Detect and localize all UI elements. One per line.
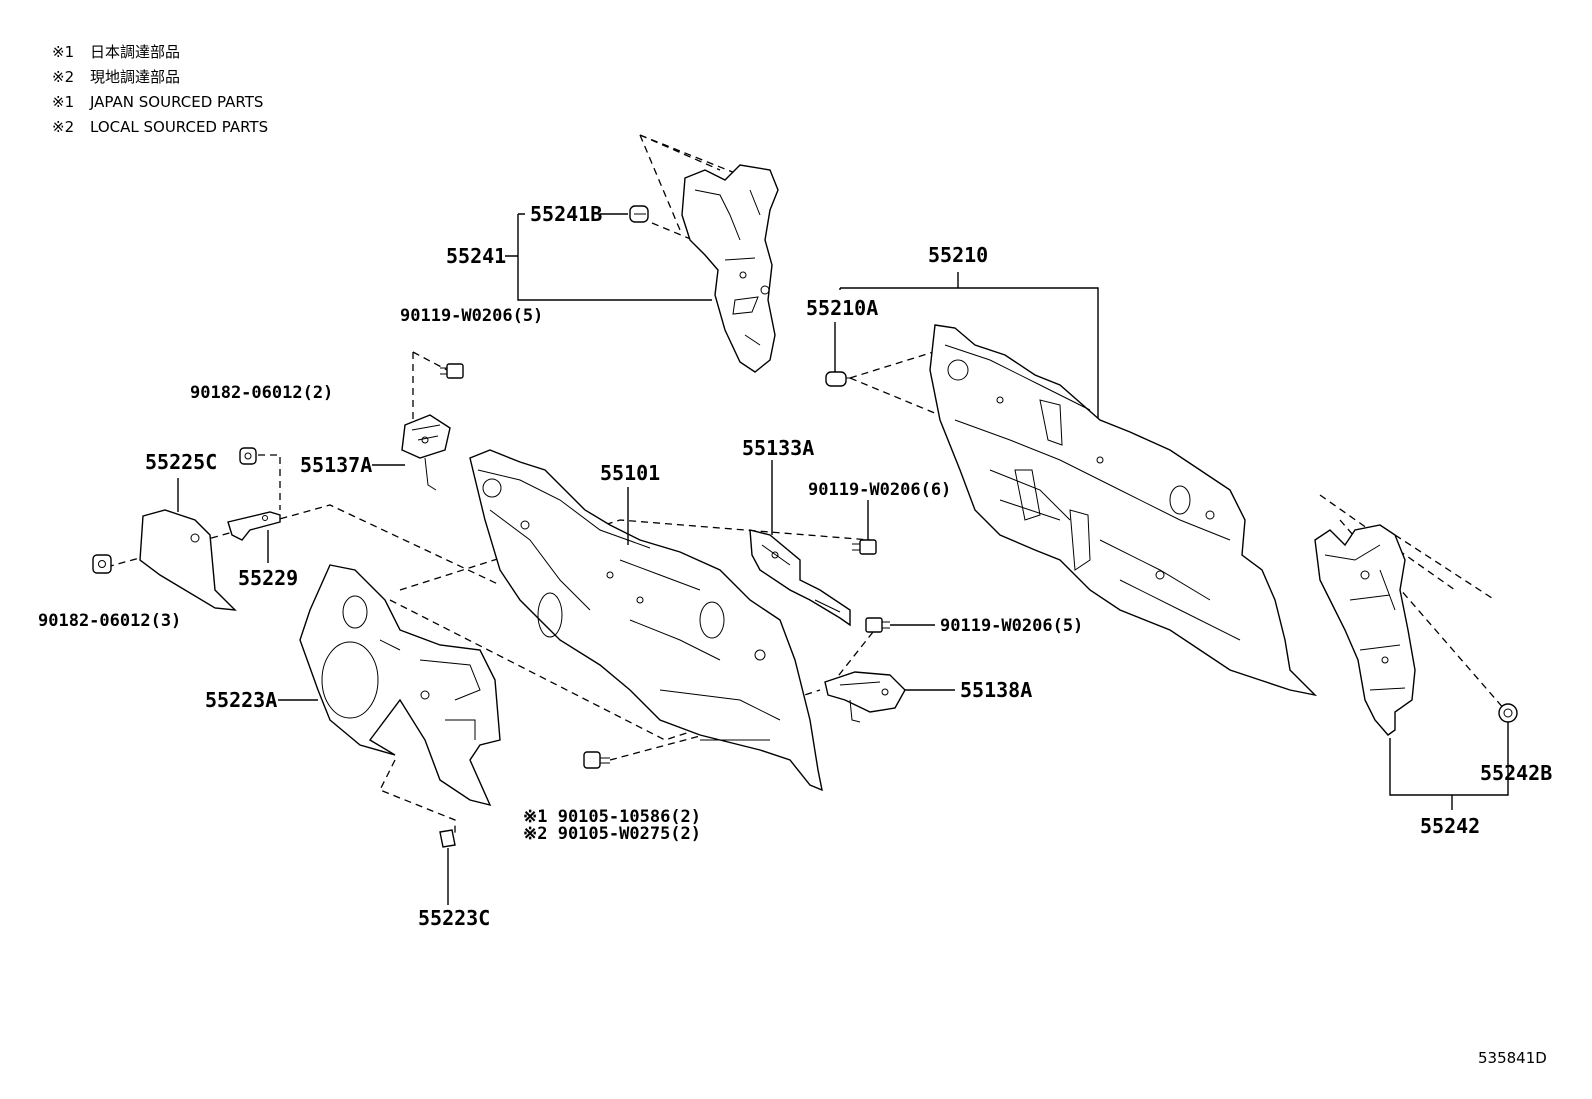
part-55210 [929,324,1318,697]
label-90105-10586[interactable]: ※1 90105-10586(2) [523,807,701,827]
label-55133A[interactable]: 55133A [742,436,814,460]
bolt-90119-right [865,617,890,633]
label-90182-06012-2[interactable]: 90182-06012(2) [190,383,333,403]
part-55133A [749,529,851,627]
label-55242B[interactable]: 55242B [1480,761,1552,785]
legend-text: 現地調達部品 [90,68,181,86]
label-90119-w0206-6[interactable]: 90119-W0206(6) [808,480,951,500]
part-55225C [139,509,237,611]
label-90182-06012-3[interactable]: 90182-06012(3) [38,611,181,631]
label-90105-w0275[interactable]: ※2 90105-W0275(2) [523,824,701,844]
clip-55242B [1498,703,1518,723]
label-55223C[interactable]: 55223C [418,906,490,930]
label-55241[interactable]: 55241 [446,244,506,268]
diagram-code: 535841D [1478,1049,1547,1067]
part-55242 [1314,524,1416,736]
legend-mark: ※1 [52,43,75,61]
legend-row: ※1 JAPAN SOURCED PARTS [52,90,268,115]
legend-mark: ※2 [52,118,75,136]
clip-55241B [629,205,649,223]
label-55101[interactable]: 55101 [600,461,660,485]
legend-text: JAPAN SOURCED PARTS [90,93,264,111]
legend-row: ※2 LOCAL SOURCED PARTS [52,115,268,140]
alignment-lines [106,134,1506,835]
legend-row: ※2 現地調達部品 [52,65,268,90]
label-55242[interactable]: 55242 [1420,814,1480,838]
part-55101 [469,449,823,792]
part-55137A [401,414,451,491]
legend-text: LOCAL SOURCED PARTS [90,118,269,136]
bolt-90105 [583,751,610,769]
part-55241 [681,164,779,373]
bolt-90119-top [440,363,464,379]
clip-55223C [439,829,456,848]
legend-row: ※1 日本調達部品 [52,40,268,65]
leader-lines [177,213,1509,905]
label-55229[interactable]: 55229 [238,566,298,590]
part-55223A [299,564,501,807]
legend-text: 日本調達部品 [90,43,181,61]
label-55210A[interactable]: 55210A [806,296,878,320]
label-55137A[interactable]: 55137A [300,453,372,477]
label-55210[interactable]: 55210 [928,243,988,267]
label-55138A[interactable]: 55138A [960,678,1032,702]
part-55138A [824,671,906,723]
part-labels: 55241B 55241 90119-W0206(5) 90182-06012(… [38,202,1552,1067]
label-55241B[interactable]: 55241B [530,202,602,226]
clip-55210A [825,371,852,387]
label-90119-w0206-5-right[interactable]: 90119-W0206(5) [940,616,1083,636]
legend-mark: ※1 [52,93,75,111]
bolt-90119-6 [852,539,877,555]
label-90119-w0206-5-top[interactable]: 90119-W0206(5) [400,306,543,326]
label-55225C[interactable]: 55225C [145,450,217,474]
nut-90182-bottom [92,554,112,574]
nut-90182-top [239,447,257,465]
label-55223A[interactable]: 55223A [205,688,277,712]
legend-mark: ※2 [52,68,75,86]
part-55229 [227,511,281,541]
